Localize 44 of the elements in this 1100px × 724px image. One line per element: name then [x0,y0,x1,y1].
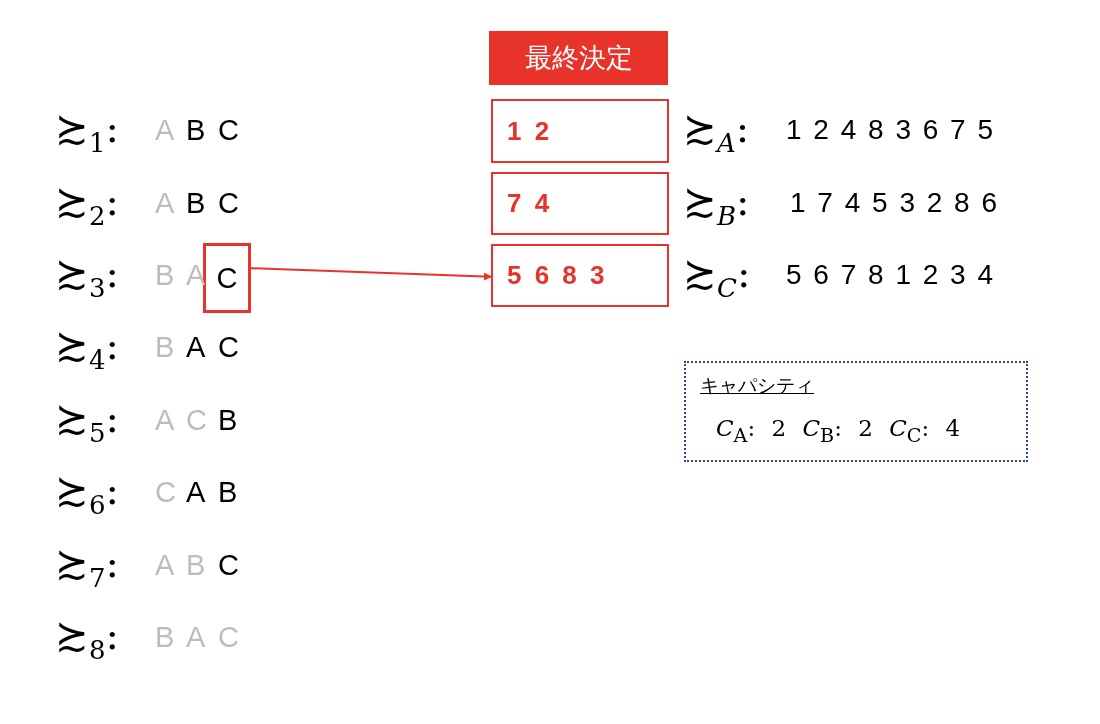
preference-list: 1 7 4 5 3 2 8 6 [790,189,999,217]
option-letter: B [218,477,238,507]
option-letter: A [155,405,175,435]
option-letter: B [155,260,175,290]
preference-symbol: ≿$_{C}$: [683,253,751,301]
preference-symbol: ≿$_{3}$: [55,253,120,301]
capacity-panel [684,361,1028,462]
preference-symbol: ≿$_{8}$: [55,615,120,663]
option-letter: B [218,405,238,435]
result-box: 7 4 [491,172,669,235]
preference-symbol: ≿$_{7}$: [55,543,120,591]
result-box: 5 6 8 3 [491,244,669,307]
option-letter: A [155,115,175,145]
option-letter: A [155,188,175,218]
option-letter: A [186,332,206,362]
option-letter: C [218,188,239,218]
option-letter: B [186,188,206,218]
preference-symbol: ≿$_{B}$: [683,181,750,229]
capacity-values: C$_{A}$: 2 C$_{B}$: 2 C$_{C}$: 4 [716,415,961,447]
preference-symbol: ≿$_{5}$: [55,398,120,446]
option-letter: A [155,550,175,580]
option-letter: B [155,332,175,362]
preference-symbol: ≿$_{4}$: [55,325,120,373]
option-letter: B [155,622,175,652]
option-letter: C [218,622,239,652]
option-letter: C [218,115,239,145]
option-letter: C [218,332,239,362]
option-letter: A [186,477,206,507]
preference-symbol: ≿$_{A}$: [683,108,750,156]
arrow [250,267,492,281]
option-letter: C [155,477,176,507]
preference-list: 1 2 4 8 3 6 7 5 [786,116,995,144]
option-letter: C [186,405,207,435]
preference-symbol: ≿$_{6}$: [55,470,120,518]
panel-heading: キャパシティ [700,373,814,398]
preference-list: 5 6 7 8 1 2 3 4 [786,261,995,289]
result-box: 1 2 [491,99,669,163]
option-letter: B [186,550,206,580]
heading-banner: 最終決定 [489,31,668,85]
preference-symbol: ≿$_{1}$: [55,108,120,156]
option-letter: B [186,115,206,145]
preference-symbol: ≿$_{2}$: [55,181,120,229]
option-letter: A [186,622,206,652]
option-letter: C [218,550,239,580]
